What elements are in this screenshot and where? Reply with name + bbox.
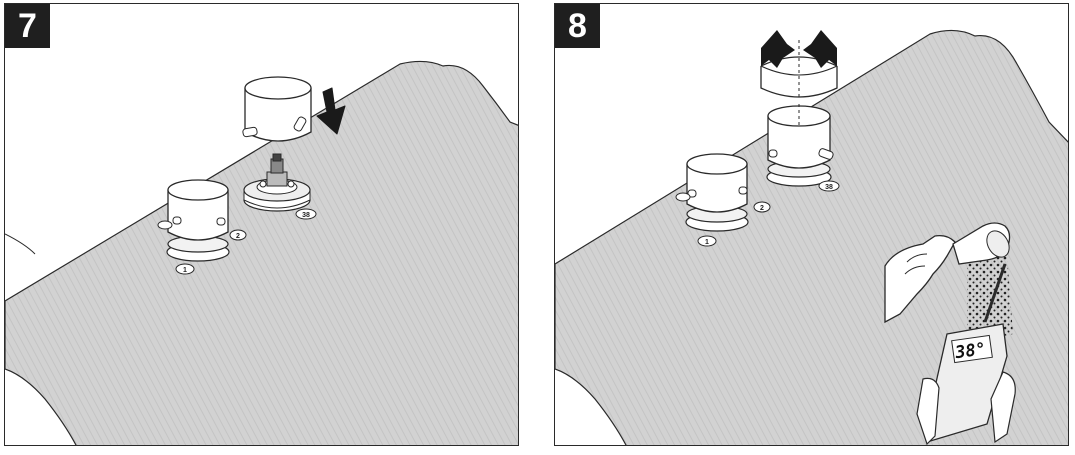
svg-text:2: 2 bbox=[236, 233, 240, 240]
thermostat-knob bbox=[766, 104, 834, 187]
svg-text:38: 38 bbox=[825, 184, 833, 191]
outlet-label-1: 1 bbox=[697, 235, 717, 247]
countertop-surface bbox=[5, 60, 518, 445]
thermostat-knob-cap bbox=[242, 76, 312, 142]
temperature-ring bbox=[760, 40, 838, 100]
svg-text:2: 2 bbox=[760, 205, 764, 212]
step-8-illustration: 1 2 38 bbox=[555, 29, 1068, 445]
outlet-label-1: 1 bbox=[175, 263, 195, 275]
svg-text:1: 1 bbox=[183, 267, 187, 274]
thermometer-display: 38° bbox=[953, 339, 987, 363]
thermostatic-valve-base bbox=[243, 153, 311, 212]
valve-label-38: 38 bbox=[818, 180, 840, 192]
rotate-arrow-left-icon bbox=[761, 30, 795, 68]
rotate-arrow-right-icon bbox=[803, 30, 837, 68]
countertop-surface bbox=[555, 29, 1068, 445]
thermometer: 38° bbox=[916, 263, 1016, 445]
step-number-badge: 7 bbox=[5, 4, 50, 48]
hand-holding-shower-head bbox=[884, 222, 1011, 324]
small-label-bubble bbox=[157, 220, 173, 230]
svg-text:38: 38 bbox=[302, 212, 310, 219]
outlet-label-2: 2 bbox=[753, 201, 771, 213]
small-label-bubble bbox=[675, 192, 691, 202]
step-7-illustration: 1 2 38 bbox=[5, 60, 518, 445]
valve-label-38: 38 bbox=[295, 208, 317, 220]
outlet-label-2: 2 bbox=[229, 229, 247, 241]
step-7-panel: 7 1 2 bbox=[4, 3, 519, 446]
step-8-panel: 8 1 2 bbox=[554, 3, 1069, 446]
install-direction-arrow bbox=[316, 87, 346, 135]
svg-text:1: 1 bbox=[705, 239, 709, 246]
outlet-knob-left bbox=[166, 179, 230, 262]
outlet-knob-left bbox=[685, 153, 749, 232]
step-number-badge: 8 bbox=[555, 4, 600, 48]
